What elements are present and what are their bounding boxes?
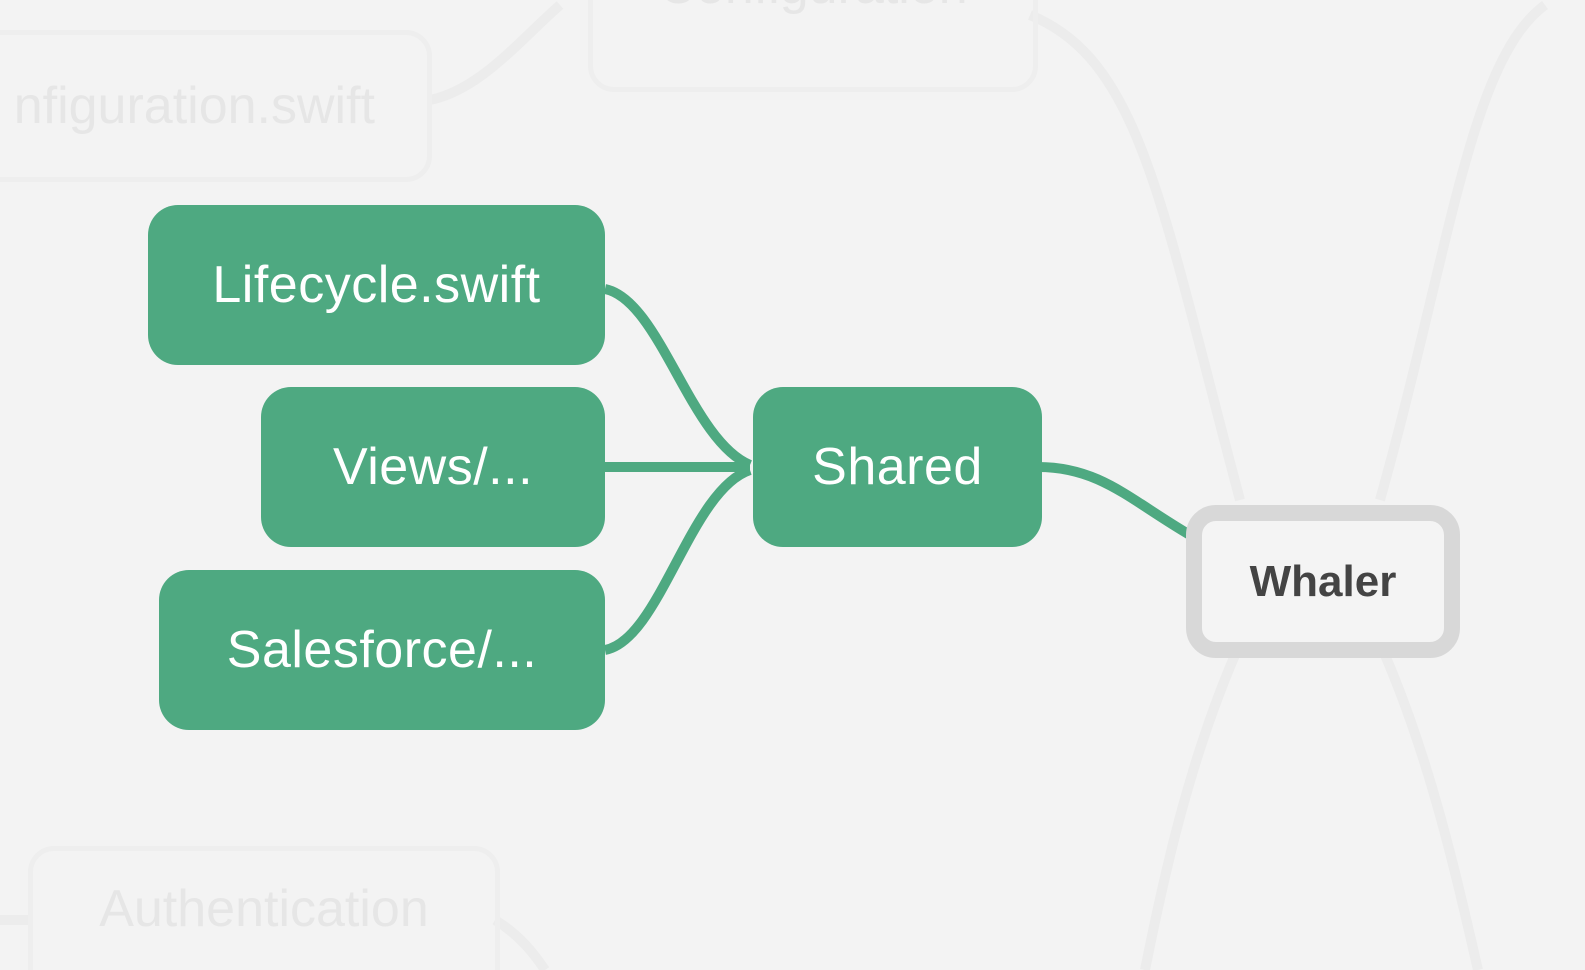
faded-edge <box>1380 653 1483 970</box>
node-label: Salesforce/... <box>226 621 538 679</box>
node-salesforce[interactable]: Salesforce/... <box>159 570 605 730</box>
faded-edge <box>1140 653 1240 970</box>
faded-edge <box>492 915 550 970</box>
faded-node-label: nfiguration.swift <box>13 77 375 135</box>
node-views[interactable]: Views/... <box>261 387 605 547</box>
faded-node-configuration-swift[interactable]: nfiguration.swift <box>0 30 432 182</box>
node-shared[interactable]: Shared <box>753 387 1042 547</box>
faded-node-label: Configuration <box>658 0 967 16</box>
faded-edge <box>428 1 564 105</box>
faded-edge <box>1028 10 1245 502</box>
faded-node-authentication[interactable]: Authentication <box>28 846 500 970</box>
faded-node-label: Authentication <box>99 880 429 938</box>
faded-edge <box>1375 0 1548 502</box>
node-label: Lifecycle.swift <box>212 256 541 314</box>
faded-node-configuration[interactable]: Configuration <box>588 0 1038 92</box>
node-label: Views/... <box>332 438 534 496</box>
node-label: Shared <box>812 438 983 496</box>
edge-lifecycle-shared <box>603 284 753 470</box>
edge-salesforce-shared <box>603 465 752 655</box>
edge-shared-root <box>1037 462 1193 540</box>
node-root-whaler[interactable]: Whaler <box>1186 505 1460 658</box>
node-label: Whaler <box>1249 556 1397 606</box>
node-lifecycle-swift[interactable]: Lifecycle.swift <box>148 205 605 365</box>
